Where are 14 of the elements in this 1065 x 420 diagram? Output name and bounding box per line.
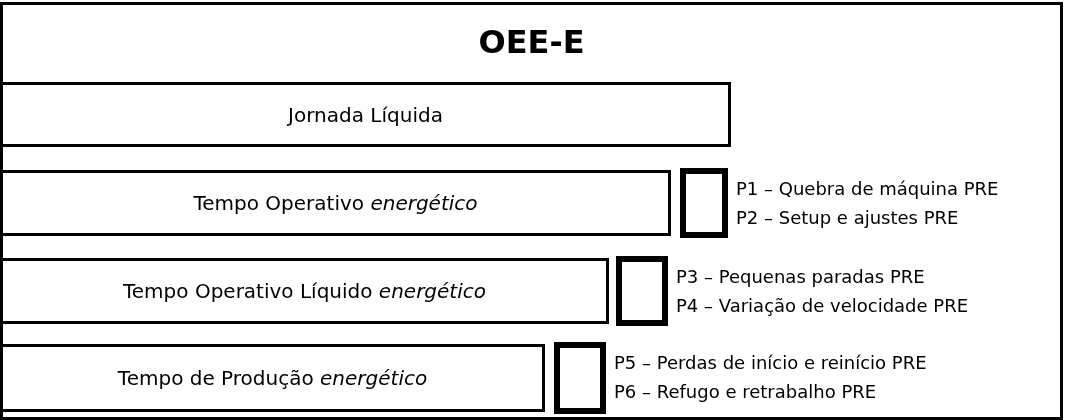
time-bar: Tempo Operativo Líquido energético xyxy=(3,258,609,324)
loss-label: P1 – Quebra de máquina PRE xyxy=(736,177,999,201)
loss-label: P4 – Variação de velocidade PRE xyxy=(676,294,969,318)
loss-box xyxy=(680,168,728,238)
loss-label: P2 – Setup e ajustes PRE xyxy=(736,206,959,230)
loss-label: P6 – Refugo e retrabalho PRE xyxy=(614,380,877,404)
loss-label: P3 – Pequenas paradas PRE xyxy=(676,265,925,289)
time-bar: Jornada Líquida xyxy=(3,82,731,147)
loss-box xyxy=(616,256,668,326)
time-bar: Tempo Operativo energético xyxy=(3,170,671,236)
loss-box xyxy=(554,342,606,414)
loss-label: P5 – Perdas de início e reinício PRE xyxy=(614,351,927,375)
title: OEE-E xyxy=(477,23,586,61)
time-bar: Tempo de Produção energético xyxy=(3,344,545,412)
